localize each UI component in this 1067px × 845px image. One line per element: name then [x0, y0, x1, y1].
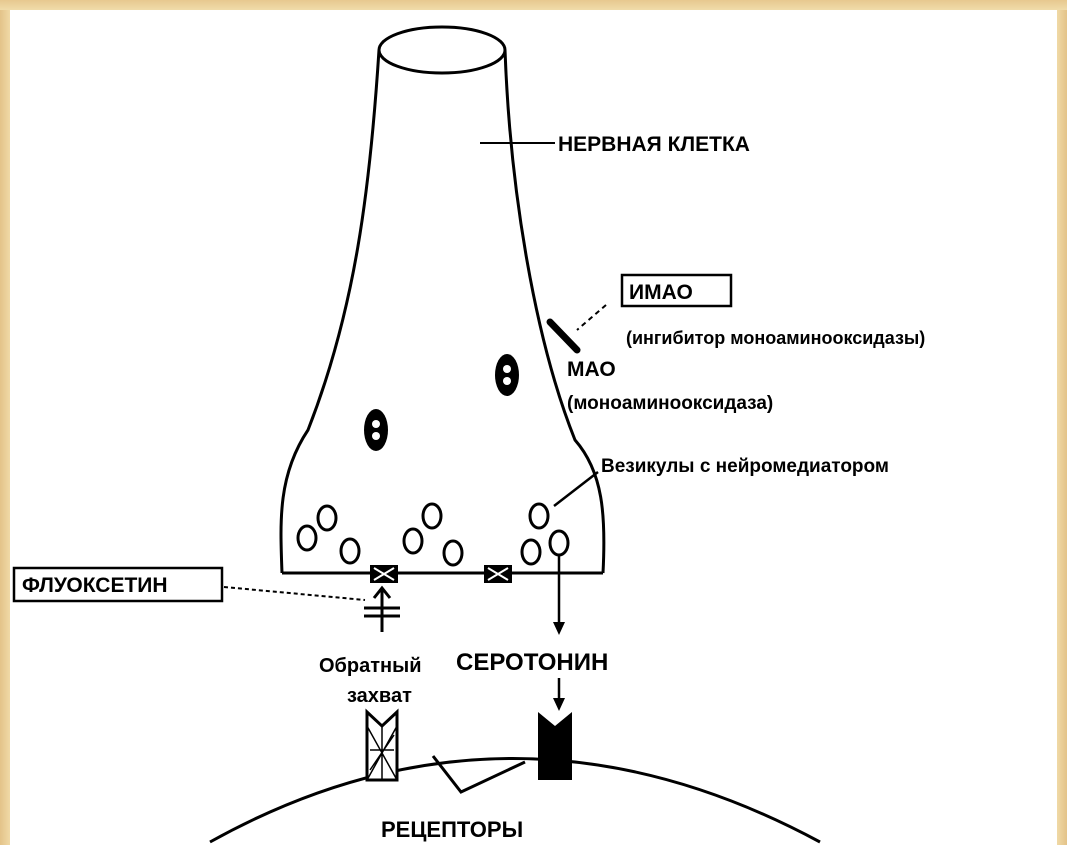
serotonin-to-receptor-arrow [553, 678, 565, 711]
mao-label: МАО [567, 358, 616, 381]
vesicle [522, 540, 540, 564]
vesicles-label: Везикулы с нейромедиатором [601, 456, 889, 477]
imao-label: ИМАО [629, 281, 693, 304]
mao-enzyme-1 [495, 354, 519, 396]
vesicles-pointer [554, 472, 598, 506]
transporter-1 [370, 565, 398, 583]
vesicle [341, 539, 359, 563]
reuptake-label-line2: захват [347, 685, 412, 707]
frame-top [0, 0, 1067, 10]
cell-left-wall [281, 50, 379, 573]
diagram-panel: НЕРВНАЯ КЛЕТКА ИМАО (ингибитор моноамино… [10, 10, 1057, 845]
mao-description: (моноаминооксидаза) [567, 393, 773, 414]
vesicle [298, 526, 316, 550]
vesicle [550, 531, 568, 555]
nerve-cell-label: НЕРВНАЯ КЛЕТКА [558, 133, 750, 156]
imao-description: (ингибитор моноаминооксидазы) [626, 328, 925, 348]
vesicle [318, 506, 336, 530]
serotonin-label: СЕРОТОНИН [456, 649, 608, 676]
vesicle [530, 504, 548, 528]
cell-right-wall [505, 50, 604, 573]
vesicle [423, 504, 441, 528]
axon-opening [379, 27, 505, 73]
vesicles-group [298, 504, 568, 565]
reuptake-block-icon [364, 588, 400, 632]
fluoxetine-pointer [224, 587, 365, 600]
fluoxetine-label: ФЛУОКСЕТИН [22, 574, 168, 597]
reuptake-label-line1: Обратный [319, 655, 422, 677]
nerve-cell-body [281, 27, 604, 573]
vesicle [404, 529, 422, 553]
imao-blocker-icon [550, 322, 577, 350]
serotonin-release-arrow [553, 555, 565, 635]
synapse-diagram: НЕРВНАЯ КЛЕТКА ИМАО (ингибитор моноамино… [10, 10, 1057, 845]
transporter-2 [484, 565, 512, 583]
imao-pointer [577, 305, 606, 330]
vesicle [444, 541, 462, 565]
serotonin-receptor-icon [538, 712, 572, 780]
receptors-label: РЕЦЕПТОРЫ [381, 817, 523, 842]
mao-enzyme-2 [364, 409, 388, 451]
reuptake-receptor-icon [367, 712, 397, 780]
